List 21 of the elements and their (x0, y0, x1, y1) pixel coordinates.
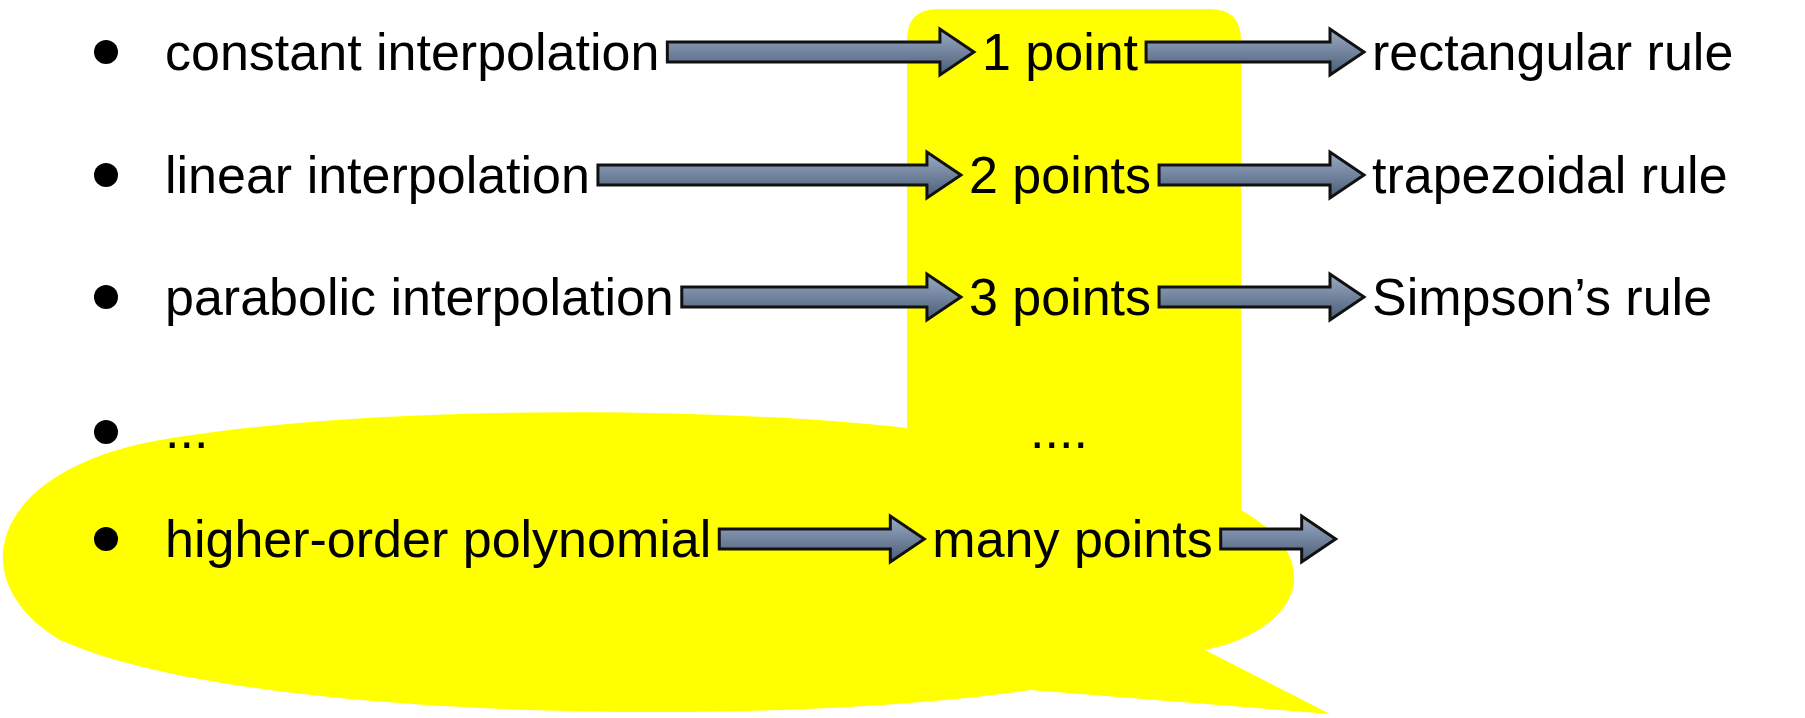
node-text: trapezoidal rule (1372, 145, 1728, 205)
node-text: parabolic interpolation (165, 267, 674, 327)
block-arrow (665, 26, 977, 78)
node-text: linear interpolation (165, 145, 590, 205)
block-arrow (1219, 513, 1339, 565)
block-arrow (1157, 271, 1367, 323)
node-text: 1 point (981, 22, 1139, 82)
node-text: 3 points (968, 267, 1152, 327)
node-text: many points (932, 509, 1213, 569)
block-arrow (1157, 149, 1367, 201)
ellipsis-text: ... (165, 400, 209, 460)
block-arrow (680, 271, 964, 323)
node-text: rectangular rule (1372, 22, 1734, 82)
ellipsis-text: .... (1030, 400, 1088, 460)
node-text: Simpson’s rule (1372, 267, 1713, 327)
block-arrow (717, 513, 927, 565)
node-text: higher-order polynomial (165, 509, 712, 569)
block-arrow (596, 149, 964, 201)
node-text: 2 points (968, 145, 1152, 205)
node-text: constant interpolation (165, 22, 660, 82)
block-arrow (1144, 26, 1367, 78)
